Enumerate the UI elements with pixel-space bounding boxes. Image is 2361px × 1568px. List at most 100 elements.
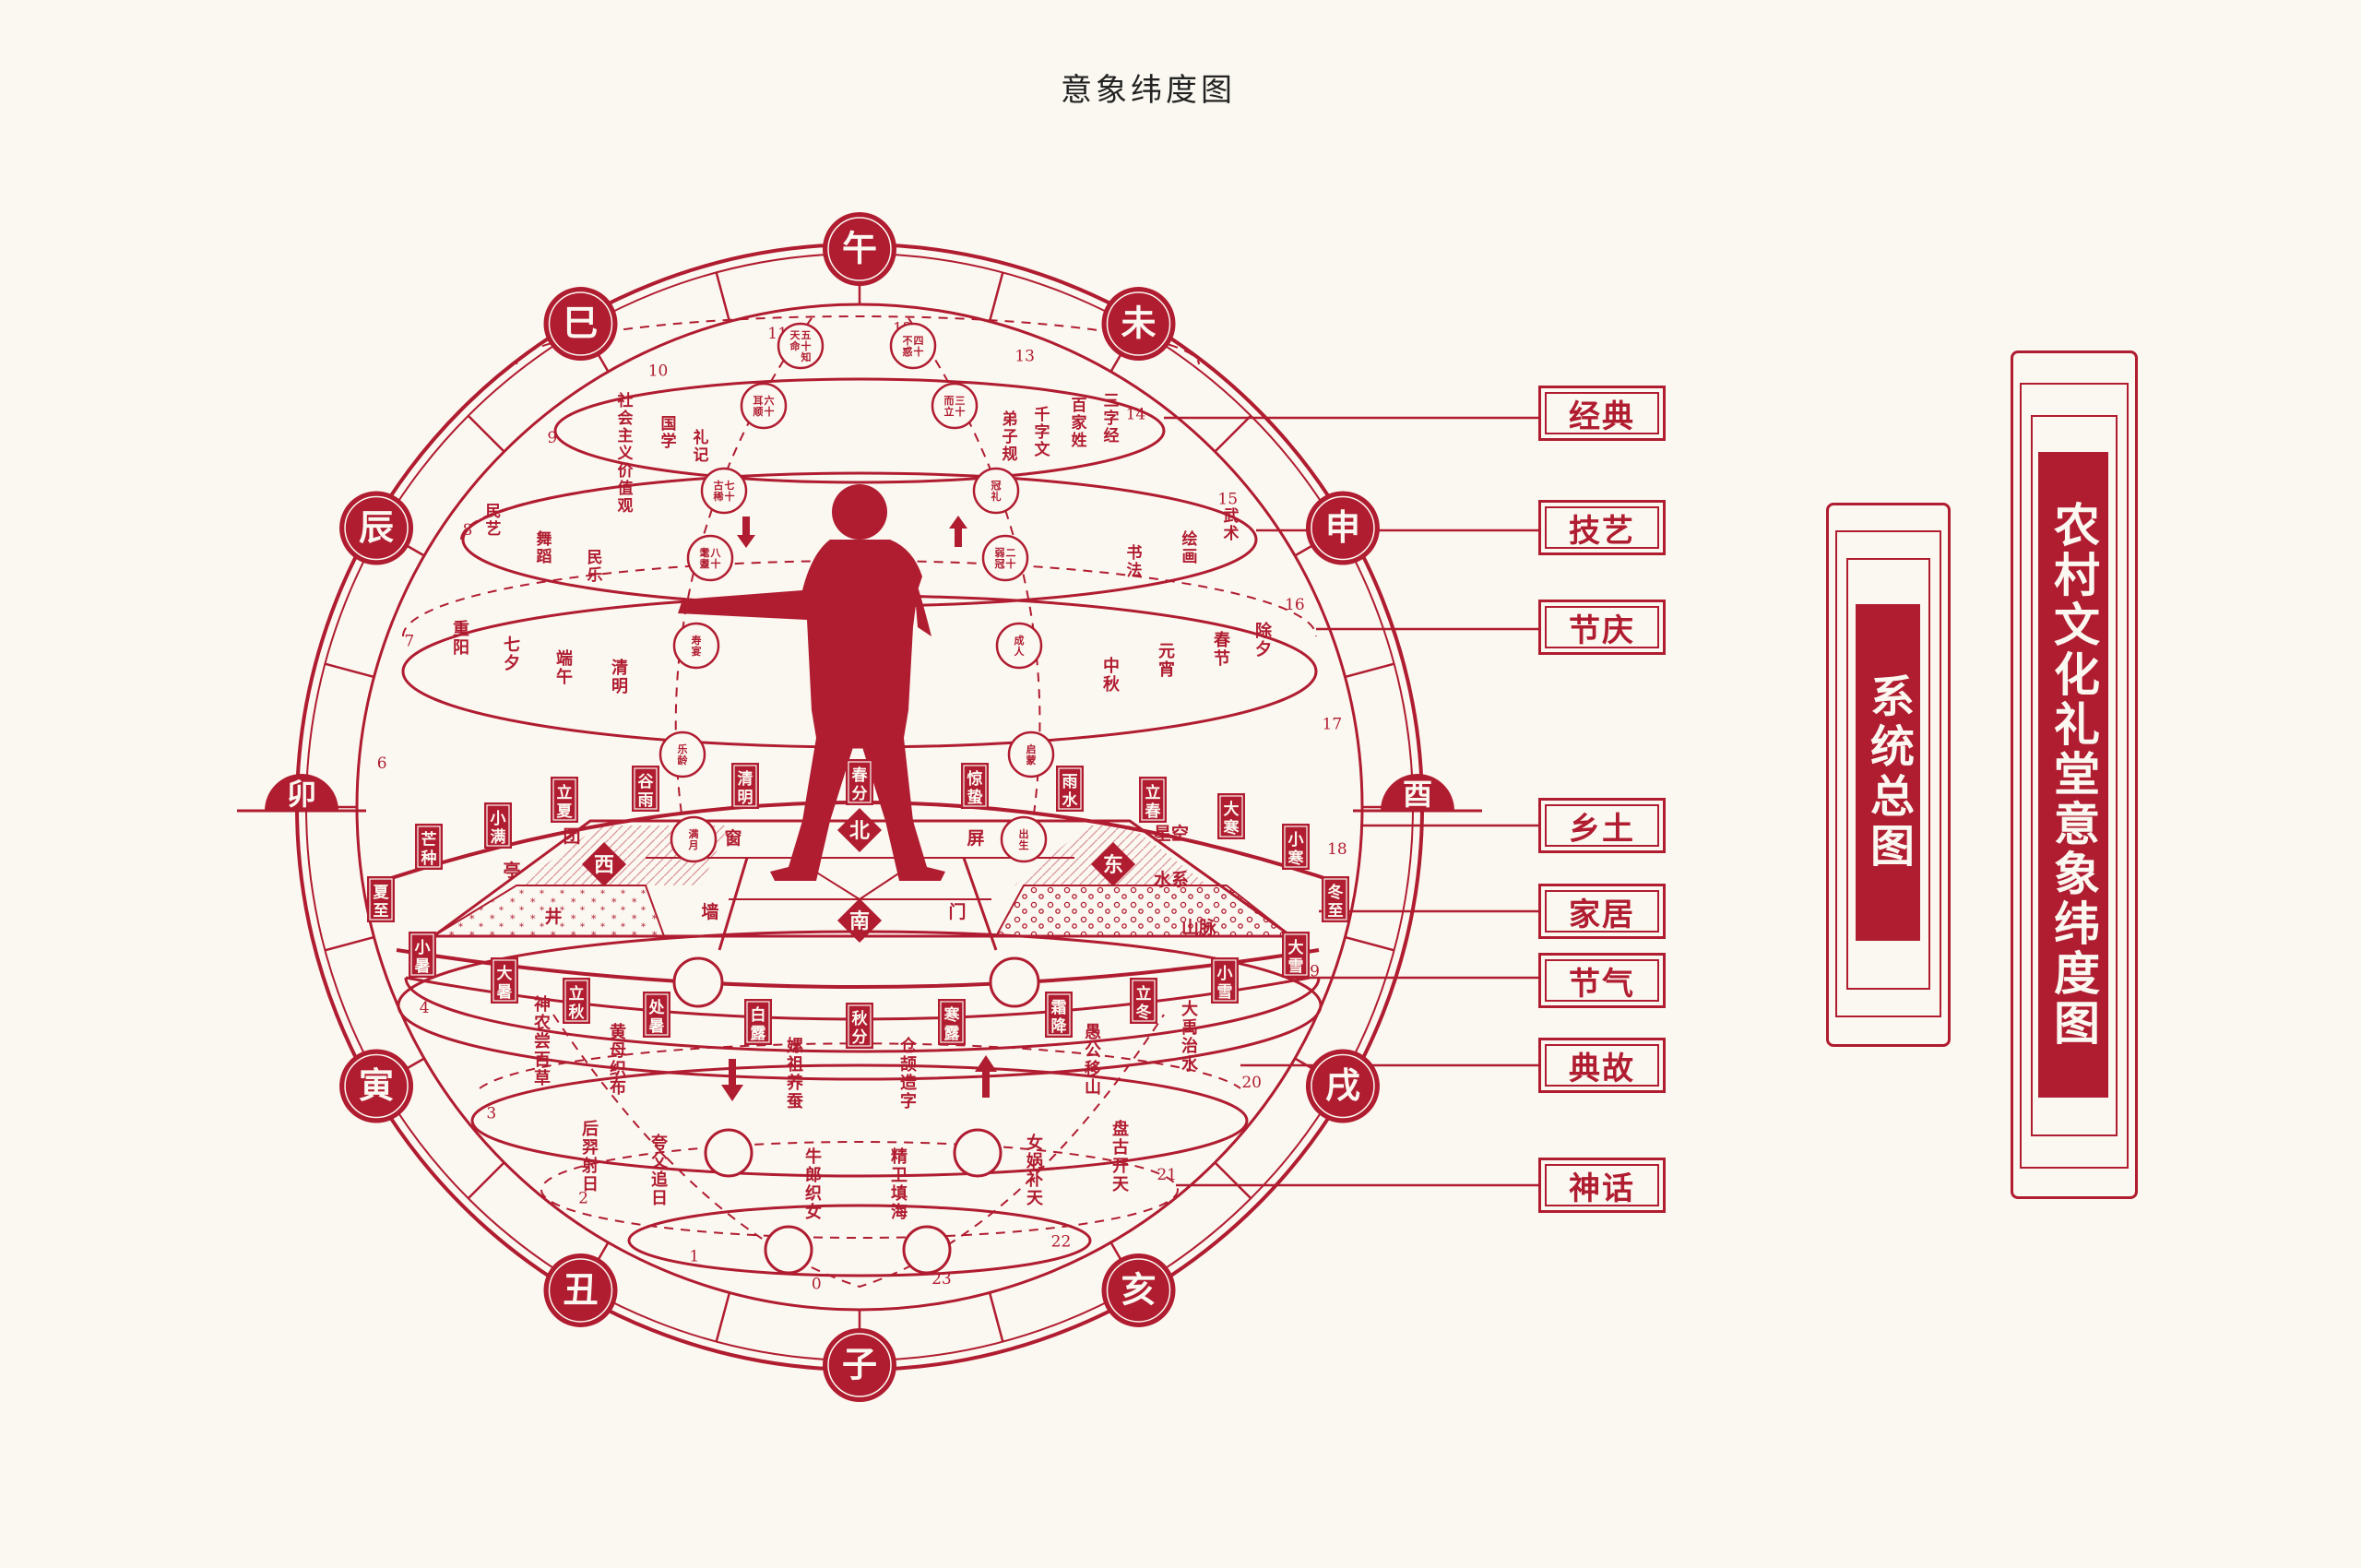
svg-text:字: 字 (900, 1091, 917, 1111)
svg-text:主: 主 (618, 426, 634, 445)
svg-text:国: 国 (661, 415, 677, 434)
hour-label: 6 (377, 754, 387, 773)
zodiac-badge: 寅 (339, 1049, 414, 1123)
diagram-texts: 三字经百家姓千字文弟子规礼记国学社会主义价值观武术绘画书法民乐舞蹈民艺除夕春节元… (367, 322, 1349, 1222)
svg-text:二: 二 (1006, 547, 1016, 559)
svg-text:霜: 霜 (1050, 999, 1067, 1017)
svg-text:冬: 冬 (1136, 1003, 1152, 1022)
zodiac-char: 丑 (563, 1269, 598, 1310)
svg-text:不: 不 (903, 335, 913, 347)
svg-text:立: 立 (1145, 783, 1161, 802)
svg-text:牛: 牛 (805, 1146, 822, 1167)
svg-text:书: 书 (1127, 544, 1143, 563)
hour-label: 22 (1051, 1232, 1072, 1251)
svg-text:母: 母 (610, 1041, 626, 1061)
festival-text: 元宵 (1158, 642, 1175, 680)
skills-text: 书法 (1127, 544, 1143, 580)
solar-term-lower: 处暑 (643, 992, 670, 1038)
human-figure-silhouette (678, 484, 945, 881)
svg-text:文: 文 (1035, 440, 1051, 459)
hour-tick (1345, 935, 1394, 952)
svg-text:芒: 芒 (421, 830, 437, 849)
svg-text:卫: 卫 (891, 1166, 908, 1185)
zodiac-badge: 丑 (543, 1253, 618, 1327)
layer-label-text: 节庆 (1569, 612, 1635, 649)
svg-text:满: 满 (491, 827, 506, 847)
solar-term-upper: 立夏 (551, 777, 578, 823)
hour-label: 15 (1217, 490, 1238, 508)
svg-text:明: 明 (738, 789, 753, 807)
layer-label-2: 节庆 (1538, 600, 1666, 655)
svg-text:蹈: 蹈 (537, 548, 552, 566)
solar-term-lower: 霜降 (1045, 992, 1073, 1038)
svg-text:父: 父 (651, 1152, 669, 1171)
svg-text:造: 造 (900, 1073, 917, 1093)
layer-label-text: 经典 (1569, 398, 1635, 435)
hometown-text: 屏 (967, 828, 984, 849)
svg-text:观: 观 (617, 497, 634, 516)
svg-text:而: 而 (944, 395, 955, 407)
svg-text:六: 六 (765, 394, 775, 407)
svg-text:暑: 暑 (415, 957, 431, 976)
skills-text: 舞蹈 (537, 529, 552, 566)
svg-text:雨: 雨 (638, 791, 654, 810)
hour-label: 9 (547, 429, 557, 447)
svg-text:郎: 郎 (805, 1165, 822, 1185)
svg-text:暑: 暑 (497, 983, 513, 1002)
svg-text:神: 神 (534, 994, 551, 1015)
page-title: 意象纬度图 (1061, 72, 1236, 109)
skills-text: 民艺 (486, 503, 502, 539)
zodiac-badge: 午 (823, 212, 896, 286)
svg-text:立: 立 (944, 405, 955, 418)
svg-text:明: 明 (611, 677, 628, 696)
svg-text:春: 春 (852, 766, 868, 785)
zodiac-char: 午 (842, 229, 877, 269)
classics-text: 三字经 (1104, 392, 1120, 445)
svg-text:海: 海 (891, 1202, 908, 1222)
hometown-text: 窗 (724, 827, 742, 849)
zodiac-badge: 酉 (1353, 774, 1482, 813)
svg-text:十: 十 (955, 405, 966, 418)
svg-text:暑: 暑 (649, 1017, 665, 1036)
svg-text:稀: 稀 (714, 490, 724, 503)
hour-label: 4 (420, 999, 430, 1017)
svg-text:姓: 姓 (1072, 431, 1087, 450)
svg-text:东: 东 (1103, 853, 1123, 877)
svg-text:画: 画 (1182, 548, 1198, 566)
skills-text: 绘画 (1182, 529, 1198, 566)
svg-text:谷: 谷 (638, 773, 655, 791)
hour-tick (988, 1292, 1004, 1342)
skills-text: 民乐 (587, 549, 603, 585)
svg-text:愚: 愚 (1085, 1023, 1101, 1042)
hometown-text: 墙 (701, 901, 718, 922)
zodiac-badge: 卯 (237, 774, 366, 813)
svg-text:除: 除 (1255, 621, 1273, 641)
festival-text: 端午 (556, 649, 573, 687)
outer-ring (295, 243, 1424, 1372)
zodiac-char: 子 (842, 1345, 877, 1385)
zodiac-char: 未 (1121, 303, 1156, 344)
svg-text:出: 出 (1019, 827, 1029, 840)
svg-text:人: 人 (1014, 645, 1026, 658)
svg-text:字: 字 (1104, 409, 1120, 428)
life-stage-marker: 成人 (995, 622, 1043, 670)
svg-text:射: 射 (581, 1156, 599, 1176)
svg-text:后: 后 (582, 1120, 599, 1139)
svg-text:清: 清 (611, 659, 628, 678)
hour-tick (325, 935, 374, 952)
svg-text:至: 至 (1328, 902, 1344, 921)
leader-lines (1164, 416, 1538, 1187)
layer-label-text: 家居 (1569, 896, 1635, 933)
svg-text:南: 南 (849, 910, 870, 933)
svg-text:处: 处 (648, 998, 666, 1017)
classics-text: 礼记 (694, 428, 709, 465)
svg-text:弱: 弱 (995, 547, 1005, 559)
solar-term-lower: 立冬 (1130, 978, 1157, 1024)
svg-text:日: 日 (582, 1175, 599, 1194)
